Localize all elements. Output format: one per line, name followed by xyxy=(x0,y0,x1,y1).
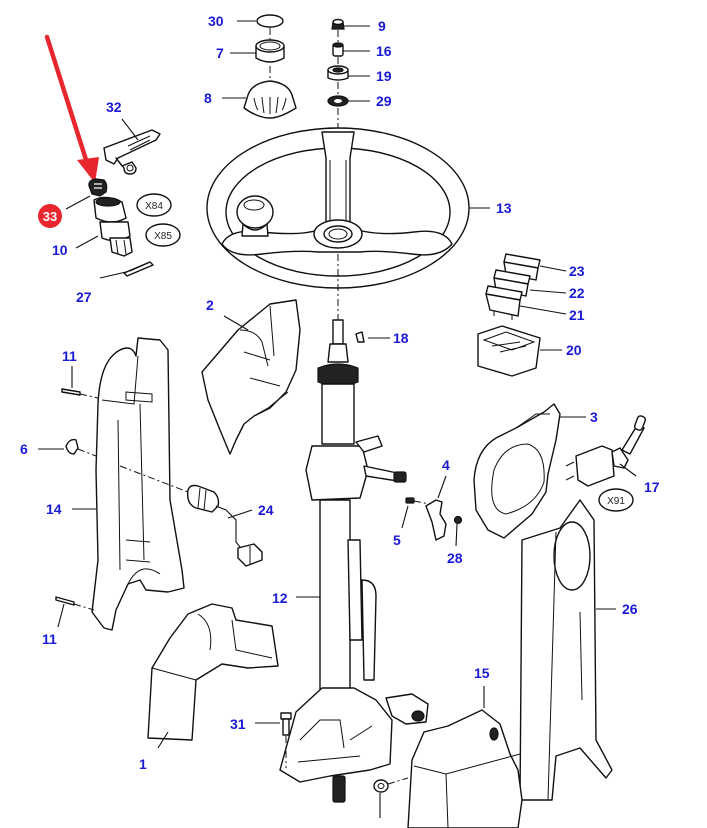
label-part-15[interactable]: 15 xyxy=(474,665,490,681)
label-part-16[interactable]: 16 xyxy=(376,43,392,59)
part-6-clip[interactable] xyxy=(65,438,79,455)
connector-x91-label: X91 xyxy=(607,496,625,507)
label-part-29[interactable]: 29 xyxy=(376,93,392,109)
part-4-lever[interactable] xyxy=(425,499,447,541)
label-part-24[interactable]: 24 xyxy=(258,502,274,518)
label-part-31[interactable]: 31 xyxy=(230,716,246,732)
label-part-21[interactable]: 21 xyxy=(569,307,585,323)
part-25-grommet[interactable] xyxy=(373,779,389,793)
part-26-rear-panel[interactable] xyxy=(519,499,613,801)
highlight-badge-33[interactable]: 33 xyxy=(38,204,62,228)
part-17-multifunction-switch[interactable] xyxy=(565,415,647,487)
label-part-3[interactable]: 3 xyxy=(590,409,598,425)
part-18-key[interactable] xyxy=(355,331,365,343)
part-11-screw-upper[interactable] xyxy=(61,388,81,396)
label-part-1[interactable]: 1 xyxy=(139,756,147,772)
part-19-nut[interactable] xyxy=(327,65,349,81)
label-part-5[interactable]: 5 xyxy=(393,532,401,548)
connector-x85-label: X85 xyxy=(154,231,172,242)
label-part-22[interactable]: 22 xyxy=(569,285,585,301)
label-part-11-lower[interactable]: 11 xyxy=(42,631,57,647)
part-24-switch-harness[interactable] xyxy=(186,484,263,567)
connector-x85[interactable]: X85 xyxy=(145,223,181,247)
label-part-18[interactable]: 18 xyxy=(393,330,409,346)
label-part-9[interactable]: 9 xyxy=(378,18,386,34)
part-14-side-panel[interactable] xyxy=(91,337,185,631)
label-part-19[interactable]: 19 xyxy=(376,68,392,84)
label-part-17[interactable]: 17 xyxy=(644,479,660,495)
part-21-switch[interactable] xyxy=(485,285,523,320)
part-5-pin[interactable] xyxy=(405,497,415,504)
part-8-cap[interactable] xyxy=(243,80,297,119)
label-part-11-upper[interactable]: 11 xyxy=(62,348,77,364)
label-part-27[interactable]: 27 xyxy=(76,289,92,305)
label-part-26[interactable]: 26 xyxy=(622,601,638,617)
label-part-6[interactable]: 6 xyxy=(20,441,28,457)
part-2-upper-shroud[interactable] xyxy=(201,299,301,455)
label-part-7[interactable]: 7 xyxy=(216,45,224,61)
part-29-washer[interactable] xyxy=(327,95,349,107)
part-labels: 30 7 8 9 16 19 29 13 32 10 27 2 11 6 14 … xyxy=(20,13,660,772)
part-9-nut[interactable] xyxy=(331,18,345,30)
label-part-20[interactable]: 20 xyxy=(566,342,582,358)
part-28-nut[interactable] xyxy=(453,515,463,525)
label-part-30[interactable]: 30 xyxy=(208,13,224,29)
part-3-right-shroud[interactable] xyxy=(473,403,561,539)
leader-lines xyxy=(38,20,637,749)
part-10-ignition-switch[interactable] xyxy=(93,196,133,257)
part-33-ignition-key[interactable] xyxy=(88,178,108,197)
label-part-2[interactable]: 2 xyxy=(206,297,214,313)
label-part-8[interactable]: 8 xyxy=(204,90,212,106)
part-7-bushing[interactable] xyxy=(255,39,285,63)
label-part-28[interactable]: 28 xyxy=(447,550,463,566)
label-part-23[interactable]: 23 xyxy=(569,263,585,279)
part-1-lower-shroud[interactable] xyxy=(147,603,279,741)
part-30-o-ring[interactable] xyxy=(256,14,284,28)
part-15-lower-front-panel[interactable] xyxy=(407,709,523,828)
connector-x84[interactable]: X84 xyxy=(136,193,172,217)
part-13-steering-wheel[interactable] xyxy=(206,127,470,289)
part-20-switch-frame[interactable] xyxy=(477,325,541,377)
label-part-4[interactable]: 4 xyxy=(442,457,450,473)
part-31-bolt[interactable] xyxy=(280,712,292,736)
label-part-12[interactable]: 12 xyxy=(272,590,288,606)
connector-x91[interactable]: X91 xyxy=(598,488,634,512)
label-part-13[interactable]: 13 xyxy=(496,200,512,216)
connector-x84-label: X84 xyxy=(145,201,163,212)
label-part-33: 33 xyxy=(43,209,57,224)
label-part-10[interactable]: 10 xyxy=(52,242,68,258)
part-16-spacer[interactable] xyxy=(332,42,344,57)
part-27-pin[interactable] xyxy=(123,261,154,277)
label-part-32[interactable]: 32 xyxy=(106,99,122,115)
label-part-14[interactable]: 14 xyxy=(46,501,62,517)
part-11-screw-lower[interactable] xyxy=(55,596,75,606)
part-12-steering-column[interactable] xyxy=(279,319,429,803)
part-32-bracket[interactable] xyxy=(103,129,161,175)
highlight-arrow xyxy=(44,34,99,183)
